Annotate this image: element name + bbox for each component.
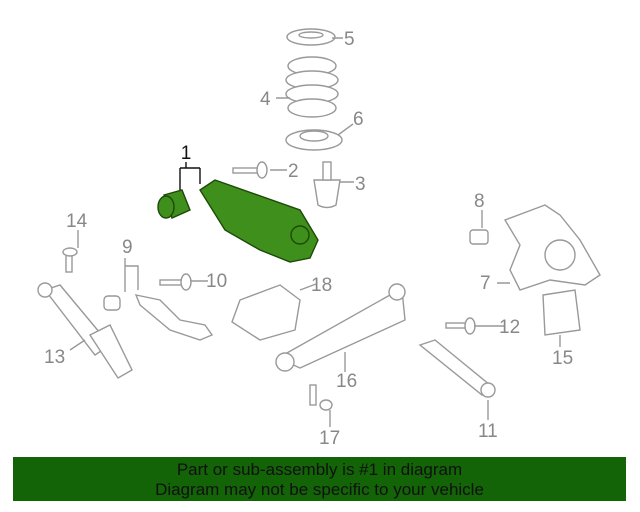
callout-7[interactable]: 7 <box>480 273 491 294</box>
callout-14[interactable]: 14 <box>66 211 88 232</box>
part-13-shock-absorber[interactable] <box>37 282 133 379</box>
part-1-trailing-arm[interactable] <box>157 179 319 263</box>
callout-9[interactable]: 9 <box>122 237 133 258</box>
part-10-bolt[interactable] <box>159 273 192 291</box>
callout-5[interactable]: 5 <box>344 29 355 50</box>
callout-13[interactable]: 13 <box>44 347 65 368</box>
callout-4[interactable]: 4 <box>260 89 271 110</box>
part-8-nut[interactable] <box>469 229 489 245</box>
banner-line-1: Part or sub-assembly is #1 in diagram <box>176 460 463 479</box>
banner-line-2: Diagram may not be specific to your vehi… <box>155 480 484 499</box>
callout-8[interactable]: 8 <box>474 191 485 212</box>
part-18-bracket[interactable] <box>231 284 301 341</box>
callout-17[interactable]: 17 <box>319 428 340 449</box>
part-12-bolt[interactable] <box>445 317 476 335</box>
callout-18[interactable]: 18 <box>311 275 332 296</box>
part-11-toe-link[interactable] <box>418 339 496 398</box>
callout-1[interactable]: 1 <box>181 143 192 164</box>
callout-10[interactable]: 10 <box>206 271 227 292</box>
part-16-lower-arm[interactable] <box>275 283 406 372</box>
part-6-spring-seat[interactable] <box>285 129 343 151</box>
callout-3[interactable]: 3 <box>355 174 366 195</box>
part-17-bolt[interactable] <box>309 384 333 411</box>
leader-lines <box>69 37 561 427</box>
part-5-spring-insulator[interactable] <box>286 28 336 46</box>
callout-15[interactable]: 15 <box>552 348 573 369</box>
part-2-bolt[interactable] <box>232 161 268 179</box>
part-3-bump-stop[interactable] <box>313 161 341 209</box>
part-7-knuckle[interactable] <box>503 204 601 291</box>
callout-12[interactable]: 12 <box>499 317 520 338</box>
info-banner: Part or sub-assembly is #1 in diagram Di… <box>13 457 626 501</box>
callout-11[interactable]: 11 <box>478 421 498 442</box>
part-9-bushing[interactable] <box>103 294 214 341</box>
part-15-bracket[interactable] <box>542 289 581 336</box>
callout-2[interactable]: 2 <box>288 161 299 182</box>
callout-6[interactable]: 6 <box>353 109 364 130</box>
part-14-bolt[interactable] <box>62 247 78 273</box>
part-4-coil-spring[interactable] <box>285 56 339 118</box>
callout-16[interactable]: 16 <box>336 371 357 392</box>
